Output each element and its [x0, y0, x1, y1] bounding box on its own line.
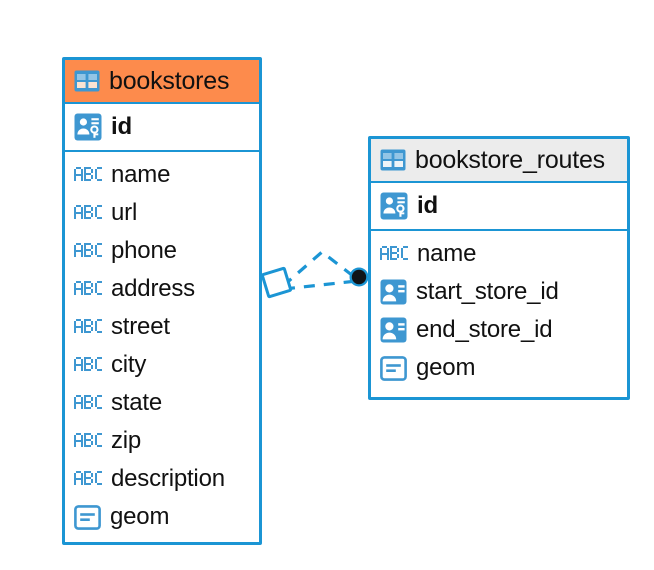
entity-header-bookstore-routes[interactable]: bookstore_routes [371, 139, 627, 183]
table-icon [380, 149, 406, 171]
foreign-key-icon [380, 317, 407, 343]
field-label: address [111, 275, 195, 302]
abc-icon [74, 433, 102, 447]
relationship-line-end-store[interactable] [283, 279, 358, 291]
field-label: name [417, 240, 477, 267]
relationship-dot-endpoint-icon [349, 267, 369, 287]
field-row-city[interactable]: city [65, 346, 259, 384]
attribute-section-bookstores: name url [65, 152, 259, 542]
primary-key-section-bookstore-routes: id [371, 183, 627, 231]
field-row-name[interactable]: name [65, 156, 259, 194]
field-row-start-store-id[interactable]: start_store_id [371, 273, 627, 311]
relationship-line-start-store[interactable] [281, 249, 358, 288]
table-icon [74, 70, 100, 92]
field-label: city [111, 351, 147, 378]
abc-icon [74, 395, 102, 409]
field-row-geom[interactable]: geom [65, 498, 259, 536]
relationship-diamond-endpoint-icon [260, 266, 293, 299]
abc-icon [74, 471, 102, 485]
abc-icon [74, 319, 102, 333]
primary-key-icon [380, 192, 408, 220]
field-label: state [111, 389, 163, 416]
field-label: end_store_id [416, 316, 553, 343]
abc-icon [380, 246, 408, 260]
field-label: geom [416, 354, 476, 381]
field-row-street[interactable]: street [65, 308, 259, 346]
field-label: id [111, 113, 132, 140]
entity-bookstores[interactable]: bookstores id [62, 57, 262, 545]
primary-key-section-bookstores: id [65, 104, 259, 152]
field-label: street [111, 313, 170, 340]
field-label: phone [111, 237, 177, 264]
attribute-section-bookstore-routes: name start_store_id [371, 231, 627, 393]
field-label: description [111, 465, 225, 492]
entity-header-bookstores[interactable]: bookstores [65, 60, 259, 104]
abc-icon [74, 205, 102, 219]
entity-title: bookstores [109, 67, 230, 95]
field-row-description[interactable]: description [65, 460, 259, 498]
field-row-id[interactable]: id [65, 104, 259, 150]
field-label: url [111, 199, 138, 226]
field-row-phone[interactable]: phone [65, 232, 259, 270]
abc-icon [74, 281, 102, 295]
field-row-zip[interactable]: zip [65, 422, 259, 460]
field-row-state[interactable]: state [65, 384, 259, 422]
field-row-name[interactable]: name [371, 235, 627, 273]
geometry-icon [74, 504, 101, 530]
field-row-url[interactable]: url [65, 194, 259, 232]
field-row-end-store-id[interactable]: end_store_id [371, 311, 627, 349]
field-label: geom [110, 503, 170, 530]
field-label: zip [111, 427, 142, 454]
abc-icon [74, 357, 102, 371]
primary-key-icon [74, 113, 102, 141]
field-label: start_store_id [416, 278, 559, 305]
field-row-address[interactable]: address [65, 270, 259, 308]
abc-icon [74, 167, 102, 181]
entity-title: bookstore_routes [415, 146, 605, 174]
field-row-id[interactable]: id [371, 183, 627, 229]
field-label: name [111, 161, 171, 188]
entity-bookstore-routes[interactable]: bookstore_routes id [368, 136, 630, 400]
foreign-key-icon [380, 279, 407, 305]
field-row-geom[interactable]: geom [371, 349, 627, 387]
geometry-icon [380, 355, 407, 381]
abc-icon [74, 243, 102, 257]
field-label: id [417, 192, 438, 219]
